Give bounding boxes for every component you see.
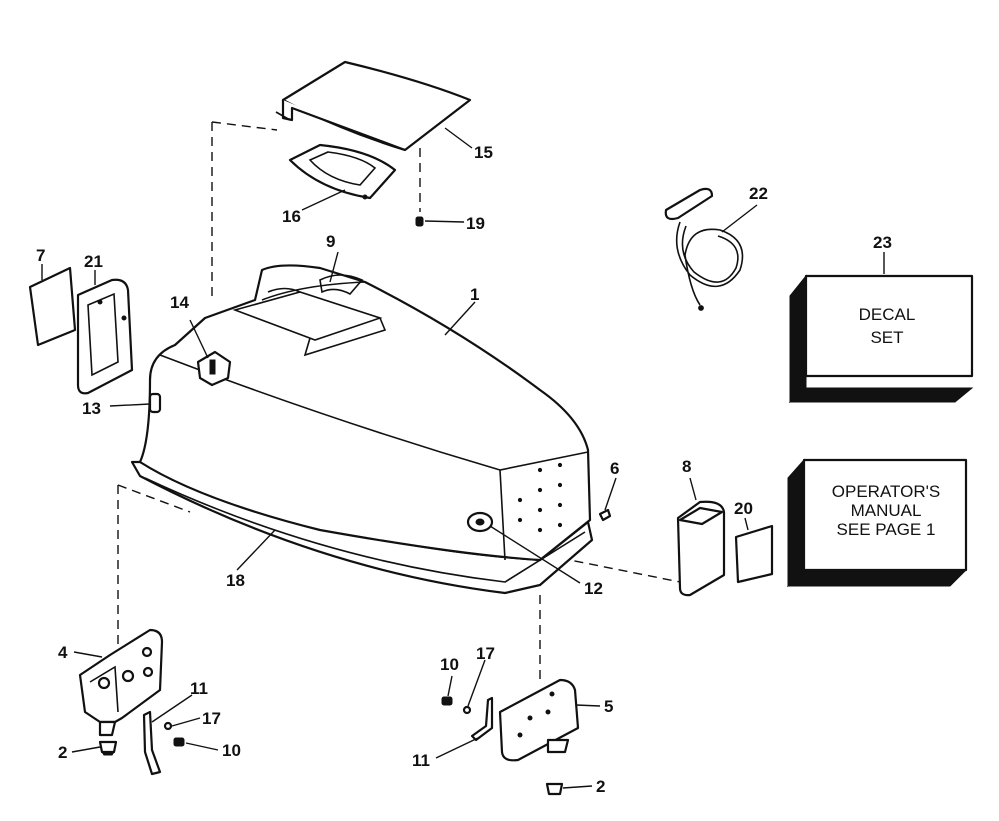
screw-part-19[interactable] — [415, 216, 424, 227]
callout-17-left: 17 — [202, 709, 221, 728]
manual-box-line-2: MANUAL — [851, 501, 922, 520]
decal-box-line-2: SET — [870, 328, 903, 347]
callout-6: 6 — [610, 459, 619, 478]
callout-9: 9 — [326, 232, 335, 251]
callout-2-left: 2 — [58, 743, 67, 762]
leader-lines — [41, 127, 885, 789]
callout-16: 16 — [282, 207, 301, 226]
manual-box-line-3: SEE PAGE 1 — [837, 520, 936, 539]
washer-part-17-right[interactable] — [462, 705, 472, 715]
decal-part-20[interactable] — [734, 524, 774, 584]
callout-12: 12 — [584, 579, 603, 598]
callout-21: 21 — [84, 252, 103, 271]
callout-8: 8 — [682, 457, 691, 476]
foot-part-2-left[interactable] — [98, 740, 118, 756]
gasket-part-16[interactable] — [288, 143, 397, 200]
callout-2-right: 2 — [596, 777, 605, 796]
callout-22: 22 — [749, 184, 768, 203]
decal-part-7[interactable] — [28, 266, 77, 347]
callout-15: 15 — [474, 143, 493, 162]
decal-box-line-1: DECAL — [859, 305, 916, 324]
plate-part-8[interactable] — [676, 500, 726, 597]
washer-part-17-left[interactable] — [163, 721, 173, 731]
engine-cover-part-1[interactable] — [130, 264, 594, 595]
grommet-part-13 — [148, 392, 162, 414]
clip-part-6[interactable] — [598, 508, 612, 522]
rope-part-22[interactable] — [664, 187, 744, 311]
callout-5: 5 — [604, 697, 613, 716]
callout-10-right: 10 — [440, 655, 459, 674]
callout-18: 18 — [226, 571, 245, 590]
strap-part-11-right[interactable] — [470, 696, 494, 742]
callout-10-left: 10 — [222, 741, 241, 760]
callout-7: 7 — [36, 246, 45, 265]
callout-labels: 1 9 14 13 7 21 15 16 19 22 23 6 8 20 12 … — [36, 143, 892, 796]
bolt-part-10-right[interactable] — [441, 696, 453, 706]
plate-part-21[interactable] — [76, 278, 134, 395]
callout-19: 19 — [466, 214, 485, 233]
decal-set-box-part-23[interactable]: DECAL SET — [788, 274, 974, 404]
bracket-part-4[interactable] — [78, 628, 164, 737]
callout-17-right: 17 — [476, 644, 495, 663]
callout-4: 4 — [58, 643, 68, 662]
callout-20: 20 — [734, 499, 753, 518]
callout-11-left: 11 — [190, 679, 208, 698]
bracket-part-5[interactable] — [498, 678, 580, 762]
bolt-part-10-left[interactable] — [173, 737, 185, 747]
callout-1: 1 — [470, 285, 479, 304]
strap-part-11-left[interactable] — [142, 710, 162, 776]
callout-14: 14 — [170, 293, 189, 312]
vent-dots — [517, 462, 563, 533]
manual-box-line-1: OPERATOR'S — [832, 482, 940, 501]
hood-part-15[interactable] — [275, 60, 472, 152]
callout-23: 23 — [873, 233, 892, 252]
foot-part-2-right[interactable] — [545, 782, 564, 796]
callout-11-right: 11 — [412, 751, 430, 770]
callout-13: 13 — [82, 399, 101, 418]
operators-manual-box[interactable]: OPERATOR'S MANUAL SEE PAGE 1 — [786, 458, 968, 588]
